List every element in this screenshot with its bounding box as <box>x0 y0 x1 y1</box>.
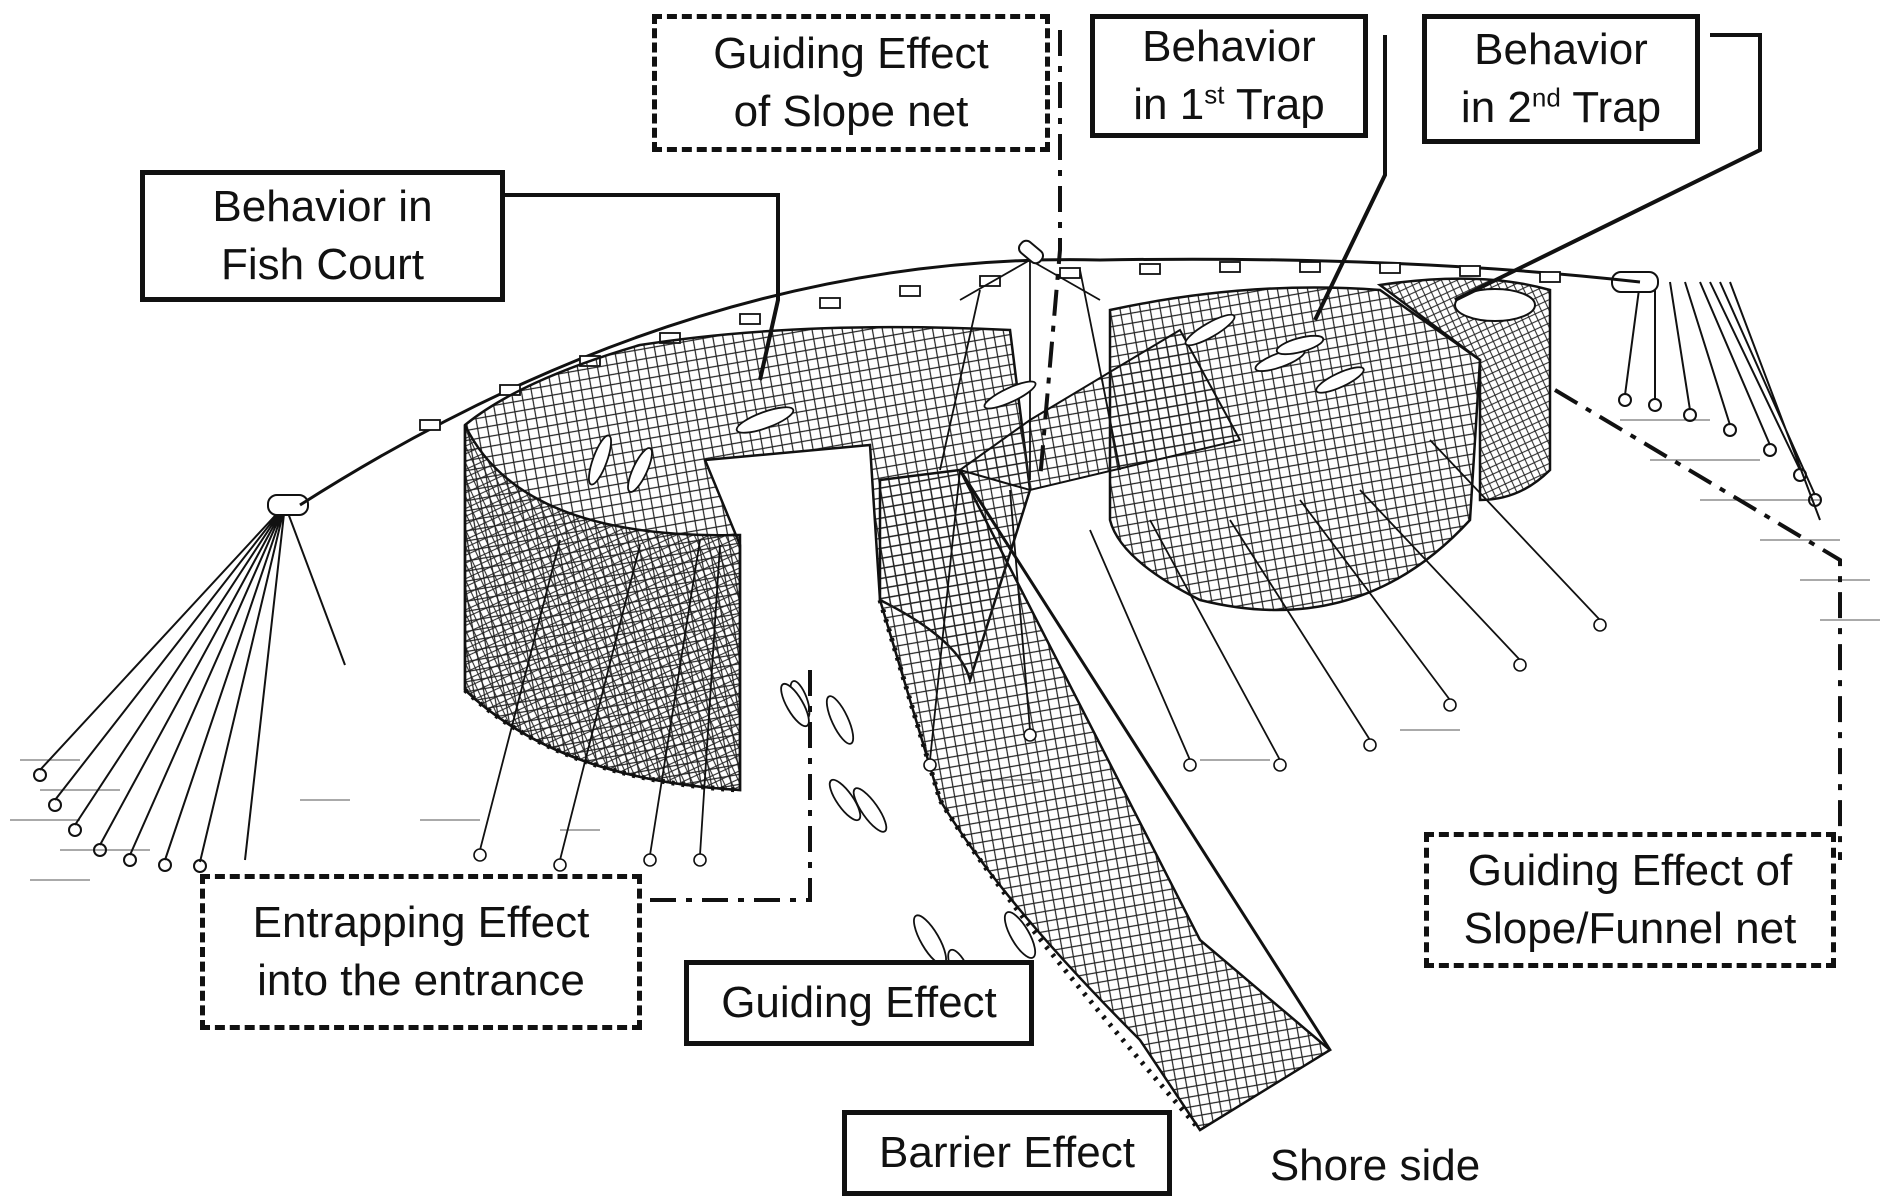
label-guiding-effect: Guiding Effect <box>684 960 1034 1046</box>
left-anchor-lines <box>34 505 345 872</box>
label-slope-net-guiding: Guiding Effect of Slope net <box>652 14 1050 152</box>
label-shore-side: Shore side <box>1250 1128 1500 1204</box>
right-anchor-lines <box>1619 282 1821 520</box>
label-entrapping-effect: Entrapping Effect into the entrance <box>200 874 642 1030</box>
label-first-trap-behavior: Behavior in 1st Trap <box>1090 14 1368 138</box>
label-barrier-effect: Barrier Effect <box>842 1110 1172 1196</box>
label-second-trap-behavior: Behavior in 2nd Trap <box>1422 14 1700 144</box>
label-funnel-net-guiding: Guiding Effect of Slope/Funnel net <box>1424 832 1836 968</box>
label-fish-court-behavior: Behavior in Fish Court <box>140 170 505 302</box>
